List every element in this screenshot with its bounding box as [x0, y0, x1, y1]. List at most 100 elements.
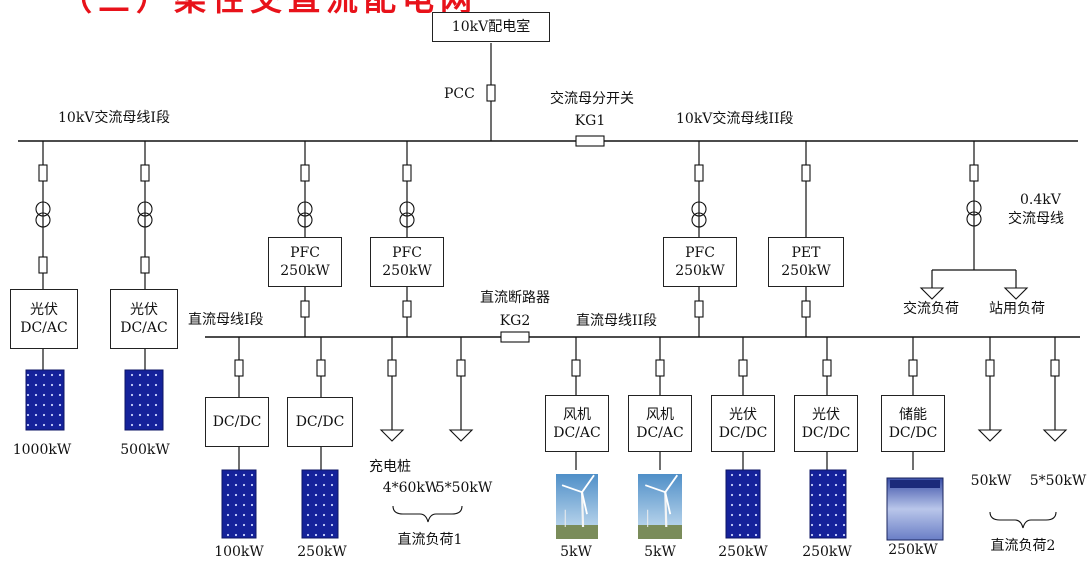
dcdc-box-1: DC/DC	[205, 397, 269, 447]
dc2-unit-2-line1: 风机	[646, 406, 674, 423]
battery-image	[886, 477, 944, 541]
ac-bus-2-label: 10kV交流母线II段	[676, 111, 794, 127]
breaker-symbol	[402, 164, 412, 182]
dc2-unit-4-power: 250kW	[802, 544, 852, 560]
dc2-unit-4-line1: 光伏	[812, 406, 840, 423]
dc2-unit-2-power: 5kW	[644, 544, 676, 560]
charger-power: 4*60kW	[382, 480, 440, 496]
dc-load-1-group: 直流负荷1	[397, 532, 463, 548]
cutoff-title: （三）柔性交直流配电网	[60, 0, 478, 20]
pfc-1-line1: PFC	[290, 245, 320, 261]
load-arrow-symbol	[1042, 429, 1068, 442]
dc-load-1-other-power: 5*50kW	[435, 480, 493, 496]
breaker-symbol	[140, 164, 150, 182]
breaker-symbol	[234, 359, 244, 377]
tie-switch-name: 交流母分开关	[550, 91, 634, 107]
room-label: 10kV配电室	[451, 19, 531, 35]
pet-box: PET 250kW	[768, 237, 844, 287]
load-arrow-symbol	[1003, 287, 1029, 300]
transformer-symbol	[966, 211, 982, 227]
pet-line2: 250kW	[781, 263, 831, 279]
wind-turbine-ground	[638, 525, 682, 539]
breaker-symbol	[801, 164, 811, 182]
breaker-symbol	[694, 164, 704, 182]
load-arrow-symbol	[448, 429, 474, 442]
pv-panel-image	[25, 369, 65, 431]
lv-bus-voltage: 0.4kV	[1020, 192, 1061, 208]
battery-top	[890, 480, 940, 488]
pv-dcac-1-line1: 光伏	[30, 302, 58, 318]
breaker-symbol	[38, 256, 48, 274]
dc2-unit-4-line2: DC/DC	[801, 424, 851, 441]
pfc-2-line1: PFC	[392, 245, 422, 261]
transformer-symbol	[399, 212, 415, 228]
breaker-symbol	[387, 359, 397, 377]
dc-load-2-power-1: 50kW	[970, 473, 1012, 489]
transformer-symbol	[35, 201, 51, 217]
pfc-box-3: PFC 250kW	[663, 237, 737, 287]
tie-switch-code: KG1	[574, 113, 606, 129]
pv-panel-image	[725, 469, 761, 539]
dcdc-1-power: 100kW	[214, 544, 264, 560]
dc-load-2-power-2: 5*50kW	[1029, 473, 1087, 489]
pet-line1: PET	[791, 245, 821, 261]
dc-load-2-group: 直流负荷2	[990, 538, 1056, 554]
pv-panel-image	[809, 469, 847, 539]
dc-breaker-code: KG2	[499, 313, 531, 329]
pv-panel-image	[221, 469, 257, 539]
pv-1-power: 1000kW	[12, 442, 72, 458]
kg2-breaker-symbol	[500, 331, 530, 343]
turbine-blades	[561, 474, 595, 515]
pv-dcac-box-2: 光伏 DC/AC	[110, 289, 178, 349]
pv-dcac-2-line2: DC/AC	[120, 320, 168, 336]
dcdc-2-power: 250kW	[297, 544, 347, 560]
transformer-symbol	[966, 200, 982, 216]
turbine-tower	[664, 492, 668, 528]
dc2-unit-1-line1: 风机	[563, 406, 591, 423]
transformer-symbol	[691, 212, 707, 228]
breaker-symbol	[985, 359, 995, 377]
dc2-unit-2-line2: DC/AC	[636, 424, 684, 441]
dc-load-2-brace	[989, 511, 1057, 529]
pfc-box-2: PFC 250kW	[370, 237, 444, 287]
pv-panel-image	[301, 469, 339, 539]
dcdc-1-label: DC/DC	[212, 414, 262, 430]
breaker-symbol	[908, 359, 918, 377]
transformer-symbol	[137, 212, 153, 228]
pv-2-power: 500kW	[120, 442, 170, 458]
breaker-symbol	[38, 164, 48, 182]
pcc-label: PCC	[444, 86, 475, 102]
dc2-unit-5-power: 250kW	[888, 542, 938, 558]
dc2-unit-3-power: 250kW	[718, 544, 768, 560]
dc-bus-2-label: 直流母线II段	[576, 313, 658, 329]
dc2-unit-1-line2: DC/AC	[553, 424, 601, 441]
dc-bus-1-label: 直流母线I段	[188, 312, 264, 328]
breaker-symbol	[316, 359, 326, 377]
transformer-symbol	[297, 201, 313, 217]
pv-dcac-2-line1: 光伏	[130, 302, 158, 318]
breaker-symbol	[456, 359, 466, 377]
pfc-3-line1: PFC	[685, 245, 715, 261]
breaker-symbol	[822, 359, 832, 377]
ac-bus-1-label: 10kV交流母线I段	[58, 110, 170, 126]
wind-turbine-ground	[556, 525, 598, 539]
pfc-3-line2: 250kW	[675, 263, 725, 279]
transformer-symbol	[399, 201, 415, 217]
breaker-symbol	[300, 164, 310, 182]
turbine-blades	[644, 474, 679, 515]
charger-label: 充电桩	[369, 459, 411, 475]
transformer-symbol	[691, 201, 707, 217]
pfc-2-line2: 250kW	[382, 263, 432, 279]
breaker-symbol	[969, 164, 979, 182]
pv-panel-image	[124, 369, 164, 431]
load-arrow-symbol	[379, 429, 405, 442]
load-arrow-symbol	[977, 429, 1003, 442]
